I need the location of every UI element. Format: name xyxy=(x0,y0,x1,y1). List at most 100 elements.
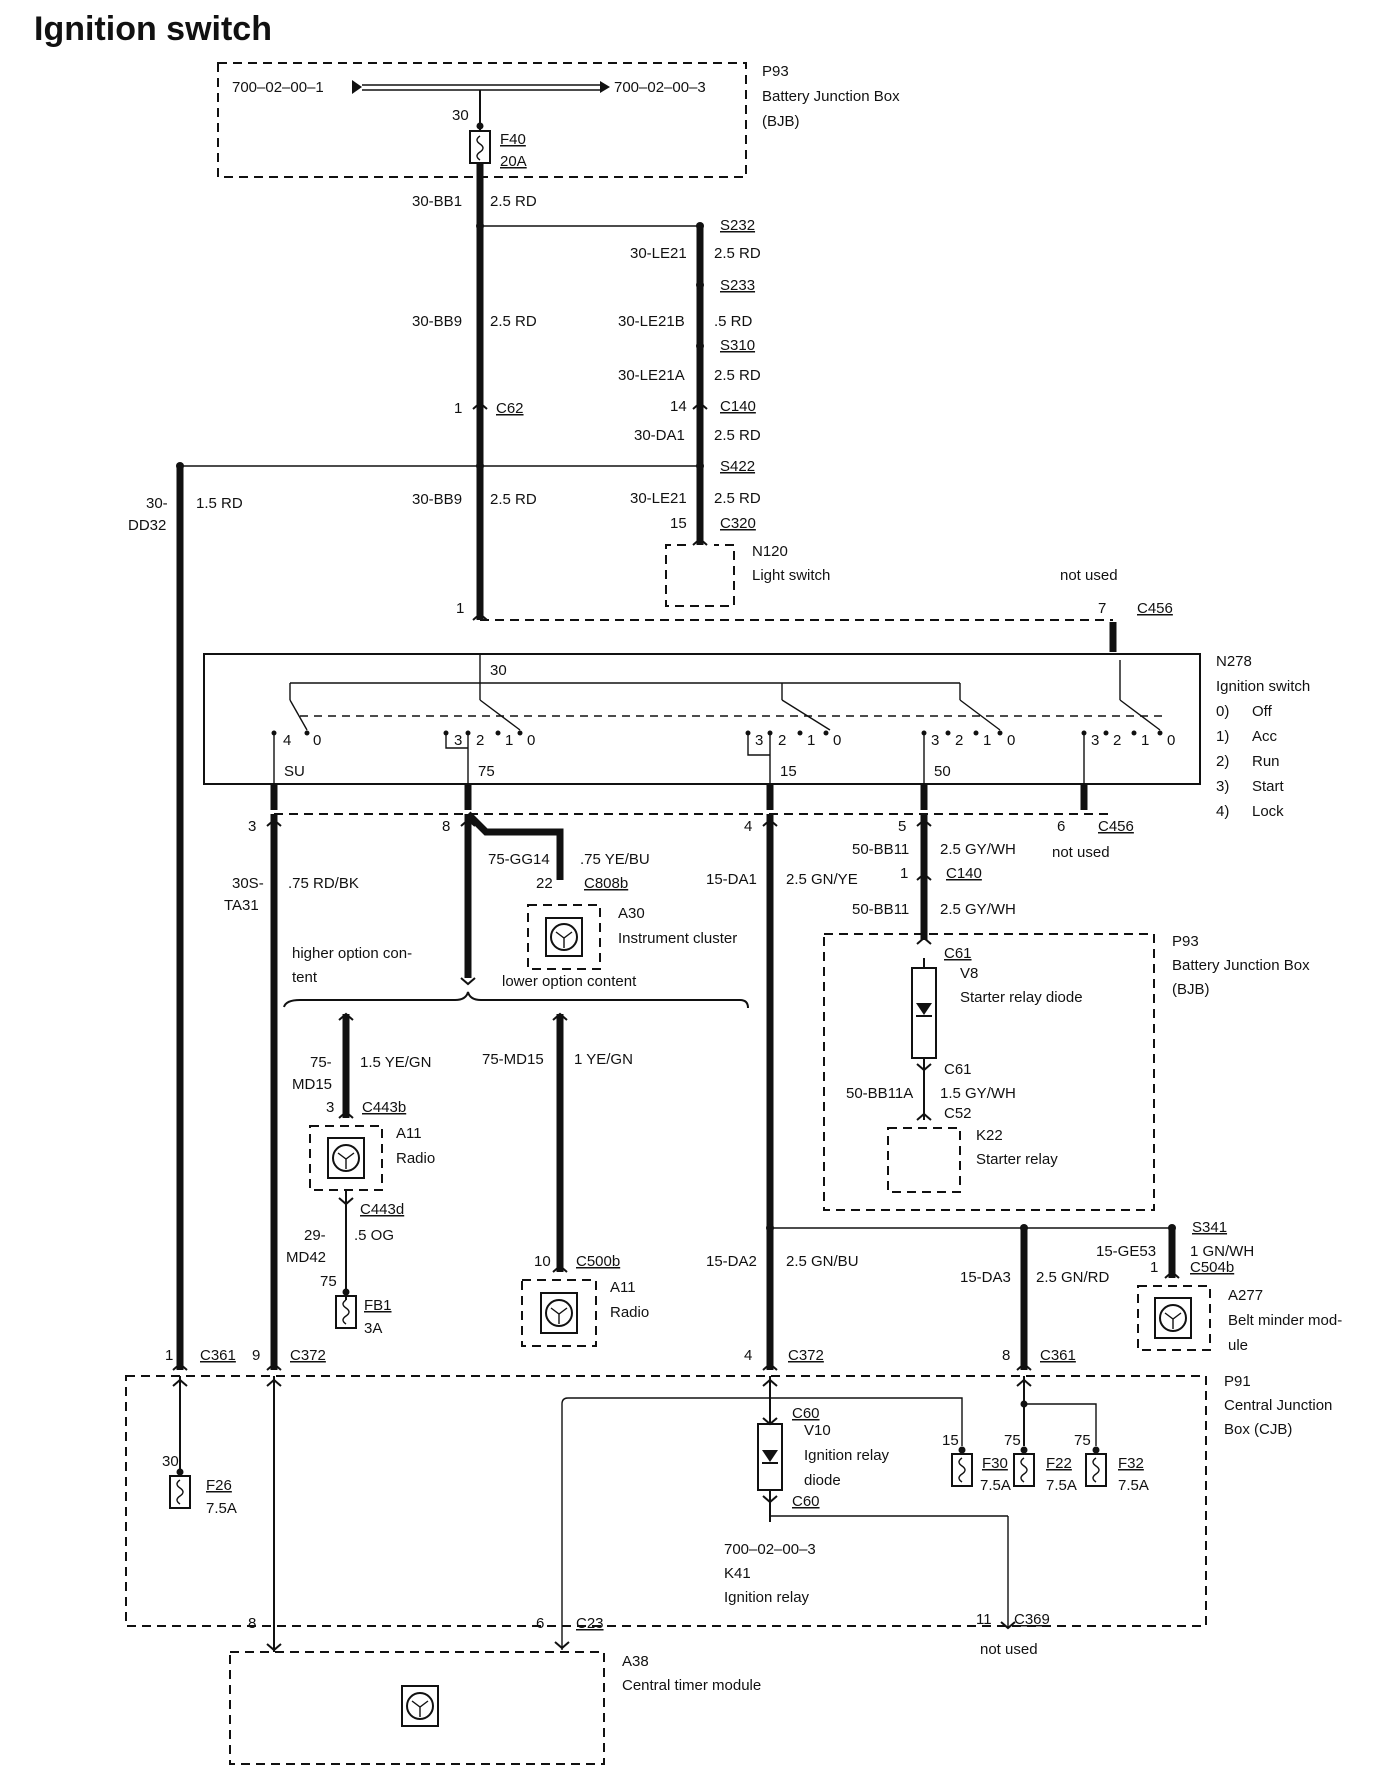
diagram-label: Radio xyxy=(396,1150,435,1167)
diagram-label: C320 xyxy=(720,515,756,532)
c369-not-used: 11 C369 not used xyxy=(976,1611,1050,1658)
diagram-label: 30 xyxy=(452,107,469,124)
diagram-label: 30S- xyxy=(232,875,264,892)
diagram-label: (BJB) xyxy=(1172,981,1210,998)
diagram-label: C361 xyxy=(1040,1347,1076,1364)
diagram-label: C500b xyxy=(576,1253,620,1270)
diagram-label: 2.5 RD xyxy=(490,491,537,508)
diagram-label: 75 xyxy=(1004,1432,1021,1449)
diagram-label: Starter relay xyxy=(976,1151,1058,1168)
diagram-label: F22 xyxy=(1046,1455,1072,1472)
light-switch-branch: S232 30-LE21 2.5 RD S233 30-LE21B .5 RD … xyxy=(618,217,830,607)
diagram-label: 30-BB9 xyxy=(412,313,462,330)
diagram-label: not used xyxy=(980,1641,1038,1658)
diagram-label: 1.5 RD xyxy=(196,495,243,512)
diagram-label: 1 xyxy=(983,732,991,749)
diagram-label: 2 xyxy=(778,732,786,749)
diagram-label: 0 xyxy=(1007,732,1015,749)
diagram-label: 2.5 RD xyxy=(490,313,537,330)
diagram-label: lower option content xyxy=(502,973,637,990)
diagram-label: 50-BB11 xyxy=(852,841,909,858)
diagram-label: 1 xyxy=(1150,1259,1158,1276)
diagram-label: 0 xyxy=(833,732,841,749)
diagram-label: .75 YE/BU xyxy=(580,851,650,868)
diagram-label: 0 xyxy=(527,732,535,749)
diagram-label: K41 xyxy=(724,1565,751,1582)
diagram-title: Ignition switch xyxy=(34,10,272,48)
diagram-label: 15 xyxy=(780,763,797,780)
wire-30s-ta31: 30S- TA31 .75 RD/BK 9 C372 xyxy=(224,814,359,1371)
diagram-label: Ignition relay xyxy=(804,1447,890,1464)
diagram-label: 30-LE21 xyxy=(630,490,687,507)
battery-junction-box-top: 700–02–00–1 700–02–00–3 30 F40 20A P93 B… xyxy=(217,62,900,178)
diagram-label: 15-GE53 xyxy=(1096,1243,1156,1260)
diagram-label: 50-BB11 xyxy=(852,901,909,918)
diagram-label: Lock xyxy=(1252,803,1284,820)
diagram-label: 20A xyxy=(500,153,527,170)
fuse-f40 xyxy=(469,130,491,164)
diagram-label: 7 xyxy=(1098,600,1106,617)
diagram-label: 50-BB11A xyxy=(846,1085,913,1102)
diagram-label: 2) xyxy=(1216,753,1229,770)
diagram-label: 1.5 GY/WH xyxy=(940,1085,1016,1102)
diagram-label: 8 xyxy=(248,1615,256,1632)
diagram-label: 2.5 GY/WH xyxy=(940,901,1016,918)
diagram-label: C60 xyxy=(792,1493,820,1510)
diagram-label: F32 xyxy=(1118,1455,1144,1472)
diagram-label: A30 xyxy=(618,905,645,922)
wire-15-da3-beltminder: 15-DA3 2.5 GN/RD 8 C361 S341 15-GE53 1 G… xyxy=(960,1219,1342,1371)
diagram-label: 2.5 RD xyxy=(714,427,761,444)
diagram-label: 0 xyxy=(313,732,321,749)
diagram-label: DD32 xyxy=(128,517,166,534)
diagram-label: (BJB) xyxy=(762,113,800,130)
diagram-label: 700–02–00–3 xyxy=(724,1541,816,1558)
diagram-label: 15-DA1 xyxy=(706,871,757,888)
diagram-label: 1) xyxy=(1216,728,1229,745)
diagram-label: 4) xyxy=(1216,803,1229,820)
diagram-label: F40 xyxy=(500,131,526,148)
diagram-label: P93 xyxy=(1172,933,1199,950)
diagram-label: FB1 xyxy=(364,1297,392,1314)
diagram-label: 30-LE21 xyxy=(630,245,687,262)
main-feed-wire: 30-BB1 2.5 RD 30-BB9 2.5 RD 1 C62 30-BB9… xyxy=(176,163,700,621)
diagram-label: 3 xyxy=(1091,732,1099,749)
diagram-label: 3) xyxy=(1216,778,1229,795)
diagram-label: MD42 xyxy=(286,1249,326,1266)
diagram-label: C808b xyxy=(584,875,628,892)
diagram-label: P93 xyxy=(762,63,789,80)
c456-not-used-top: not used 7 C456 xyxy=(480,567,1173,652)
diagram-label: 7.5A xyxy=(1046,1477,1077,1494)
diagram-label: Central timer module xyxy=(622,1677,761,1694)
diagram-label: Box (CJB) xyxy=(1224,1421,1292,1438)
diagram-label: 4 xyxy=(744,1347,752,1364)
diagram-label: 6 xyxy=(1057,818,1065,835)
diagram-label: 2.5 RD xyxy=(490,193,537,210)
radio-branch-b: 75-MD15 1 YE/GN 10 C500b A11 Radio xyxy=(482,1012,649,1347)
diagram-label: C62 xyxy=(496,400,524,417)
diagram-label: 30- xyxy=(146,495,168,512)
diagram-label: 8 xyxy=(1002,1347,1010,1364)
diagram-label: Battery Junction Box xyxy=(1172,957,1310,974)
diagram-label: 1.5 YE/GN xyxy=(360,1054,431,1071)
diagram-label: 2 xyxy=(955,732,963,749)
diagram-label: 7.5A xyxy=(1118,1477,1149,1494)
diagram-label: 30-LE21B xyxy=(618,313,685,330)
diagram-label: 15 xyxy=(942,1432,959,1449)
c456-output-connector: 3 8 4 5 6 C456 not used xyxy=(248,785,1134,861)
diagram-label: 1 xyxy=(454,400,462,417)
diagram-label: 1 xyxy=(505,732,513,749)
diagram-label: A38 xyxy=(622,1653,649,1670)
diagram-label: 22 xyxy=(536,875,553,892)
diagram-label: 1 GN/WH xyxy=(1190,1243,1254,1260)
diagram-label: Off xyxy=(1252,703,1273,720)
diagram-label: higher option con- xyxy=(292,945,412,962)
diagram-label: S232 xyxy=(720,217,755,234)
diagram-label: 1 YE/GN xyxy=(574,1051,633,1068)
diagram-label: S310 xyxy=(720,337,755,354)
diagram-label: 2.5 GN/RD xyxy=(1036,1269,1110,1286)
diagram-label: 7.5A xyxy=(206,1500,237,1517)
diagram-label: A11 xyxy=(610,1279,636,1296)
diagram-label: 2.5 GY/WH xyxy=(940,841,1016,858)
diagram-label: 14 xyxy=(670,398,687,415)
diagram-label: C52 xyxy=(944,1105,972,1122)
